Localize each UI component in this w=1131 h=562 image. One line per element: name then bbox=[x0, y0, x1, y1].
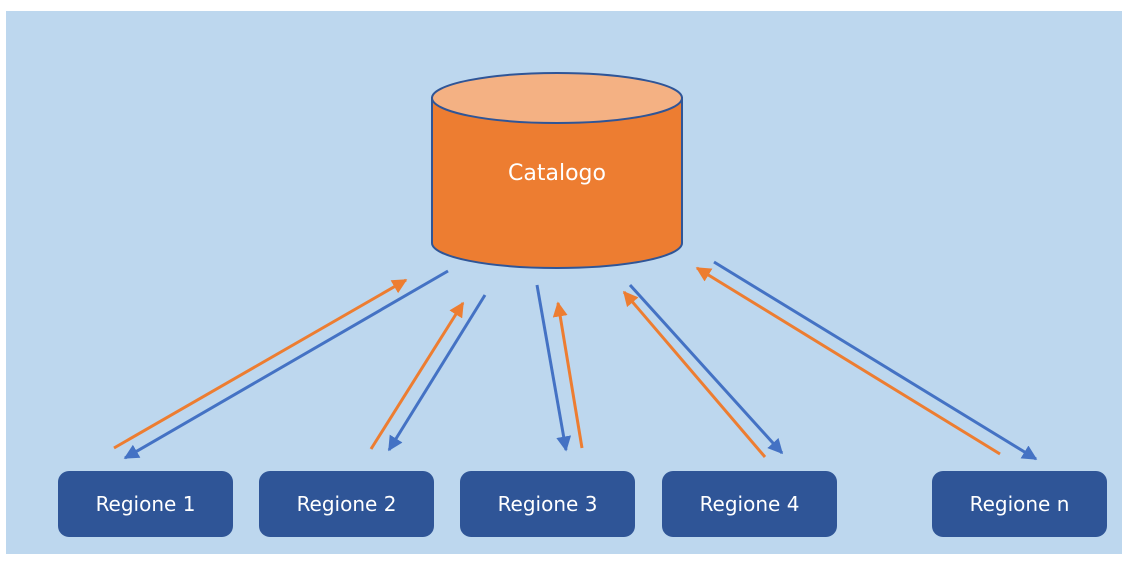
region-label-1: Regione 1 bbox=[95, 492, 196, 516]
region-box-4: Regione 4 bbox=[662, 471, 837, 537]
region-box-1: Regione 1 bbox=[58, 471, 233, 537]
region-label-4: Regione 4 bbox=[699, 492, 800, 516]
arrow-region-n-to-catalog bbox=[695, 266, 1001, 456]
arrow-catalog-to-region-n bbox=[713, 260, 1038, 461]
arrow-region-3-to-catalog bbox=[552, 301, 584, 449]
arrow-catalog-to-region-2 bbox=[387, 294, 487, 452]
catalog-label: Catalogo bbox=[508, 161, 606, 186]
arrow-catalog-to-region-3 bbox=[535, 284, 572, 452]
region-label-2: Regione 2 bbox=[296, 492, 397, 516]
arrow-catalog-to-region-1 bbox=[123, 269, 449, 460]
region-box-n: Regione n bbox=[932, 471, 1107, 537]
catalog-database-icon: Catalogo bbox=[431, 72, 683, 269]
arrow-region-1-to-catalog bbox=[113, 278, 408, 450]
arrow-catalog-to-region-4 bbox=[628, 283, 784, 455]
cylinder-top bbox=[431, 72, 683, 124]
region-label-n: Regione n bbox=[969, 492, 1070, 516]
region-box-3: Regione 3 bbox=[460, 471, 635, 537]
arrow-region-2-to-catalog bbox=[369, 301, 465, 450]
cylinder-body bbox=[431, 97, 683, 269]
arrow-region-4-to-catalog bbox=[622, 290, 767, 458]
region-box-2: Regione 2 bbox=[259, 471, 434, 537]
region-label-3: Regione 3 bbox=[497, 492, 598, 516]
